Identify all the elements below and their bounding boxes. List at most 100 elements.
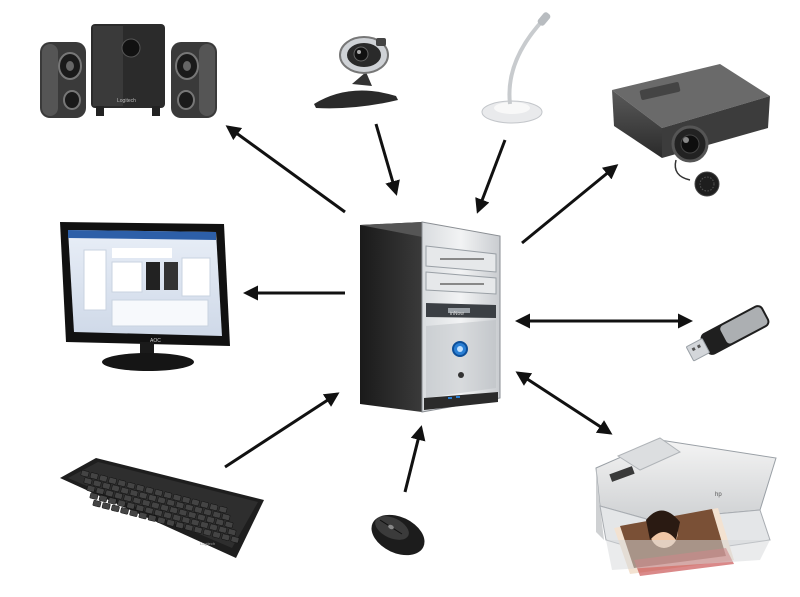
speakers-icon — [40, 24, 217, 118]
arrow-from-microphone — [475, 139, 507, 214]
keyboard-key — [184, 503, 194, 512]
keyboard-key — [101, 502, 111, 510]
speakers-brand: Logitech — [117, 98, 136, 104]
keyboard-key — [200, 521, 209, 529]
keyboard-key — [123, 494, 133, 502]
arrow-from-mouse — [403, 425, 426, 493]
keyboard-key — [187, 511, 197, 519]
keyboard-key — [178, 508, 188, 517]
keyboard-key — [108, 477, 117, 485]
keyboard-key — [194, 506, 203, 514]
keyboard-key — [218, 526, 228, 534]
arrow-printer — [515, 371, 613, 435]
monitor-icon — [60, 222, 230, 371]
keyboard-key — [215, 518, 225, 526]
keyboard-key — [212, 511, 222, 519]
keyboard-key — [111, 484, 120, 492]
keyboard-key — [86, 484, 96, 493]
arrows — [224, 123, 693, 493]
keyboard-key — [172, 514, 182, 522]
mouse-icon — [371, 514, 425, 556]
keyboard-key — [166, 499, 176, 507]
keyboard-key — [166, 519, 175, 527]
keyboard-key — [108, 497, 117, 505]
keyboard-key — [147, 514, 157, 522]
computer-tower-icon — [360, 221, 501, 413]
keyboard-key — [138, 511, 148, 520]
keyboard-key — [114, 492, 123, 500]
keyboard-key — [145, 486, 154, 495]
keyboard-key — [203, 528, 212, 537]
keyboard-key — [157, 496, 166, 504]
keyboard-key — [132, 496, 142, 505]
monitor-brand: AOC — [150, 338, 161, 344]
keyboard-key — [120, 507, 129, 515]
keyboard-key — [175, 521, 185, 529]
keyboard-key — [175, 501, 185, 509]
arrow-to-projector — [521, 164, 619, 245]
keyboard-key — [95, 487, 105, 495]
keyboard-key — [126, 502, 136, 510]
microphone-icon — [481, 12, 551, 124]
keyboard-key — [111, 504, 120, 513]
keyboard-key — [138, 491, 148, 500]
keyboard-key — [160, 504, 169, 512]
keyboard-key — [193, 526, 203, 534]
keyboard-key — [141, 499, 151, 507]
keyboard-key — [190, 518, 200, 527]
keyboard-key — [92, 499, 102, 508]
keyboard-key — [181, 496, 191, 504]
keyboard-key — [154, 489, 163, 497]
keyboard-key — [221, 513, 231, 521]
keyboard-key — [129, 489, 139, 497]
keyboard-icon — [60, 458, 264, 558]
keyboard-key — [148, 494, 157, 502]
keyboard-key — [230, 535, 240, 544]
keyboard-key — [172, 493, 182, 502]
keyboard-key — [227, 528, 237, 536]
arrow-from-keyboard — [224, 392, 340, 469]
keyboard-key — [206, 516, 215, 524]
keyboard-key — [120, 487, 130, 495]
keyboard-brand: Logitech — [200, 541, 215, 546]
keyboard-key — [129, 509, 139, 517]
keyboard-key — [181, 516, 191, 524]
keyboard-key — [200, 501, 209, 509]
keyboard-key — [224, 520, 234, 529]
keyboard-key — [135, 484, 145, 492]
keyboard-key — [212, 531, 221, 539]
keyboard-key — [184, 523, 194, 532]
keyboard-key — [157, 516, 166, 525]
keyboard-key — [191, 498, 200, 507]
keyboard-key — [209, 503, 219, 511]
keyboard-key — [135, 504, 145, 512]
usb-drive-icon — [686, 305, 770, 362]
keyboard-key — [209, 523, 218, 531]
keyboard-key — [126, 481, 136, 490]
keyboard-key — [163, 491, 173, 499]
keyboard-key — [218, 505, 228, 514]
arrow-from-webcam — [374, 123, 400, 196]
projector-icon — [612, 64, 770, 197]
printer-brand: hp — [715, 492, 722, 498]
keyboard-key — [92, 479, 102, 488]
keyboard-key — [163, 511, 172, 519]
keyboard-key — [89, 492, 99, 500]
keyboard-key — [197, 513, 206, 522]
arrow-to-speakers — [225, 125, 346, 214]
keyboard-key — [117, 499, 126, 507]
webcam-icon — [314, 36, 398, 109]
keyboard-key — [80, 469, 90, 478]
keyboard-key — [102, 482, 111, 490]
keyboard-key — [144, 506, 154, 515]
keyboard-key — [105, 489, 114, 498]
keyboard-key — [117, 479, 127, 487]
keyboard-key — [203, 508, 212, 516]
keyboard-key — [98, 494, 108, 503]
keyboard-key — [169, 506, 179, 514]
keyboard-key — [221, 533, 231, 541]
keyboard-key — [83, 477, 93, 485]
keyboard-key — [89, 472, 99, 480]
keyboard-key — [154, 509, 163, 517]
